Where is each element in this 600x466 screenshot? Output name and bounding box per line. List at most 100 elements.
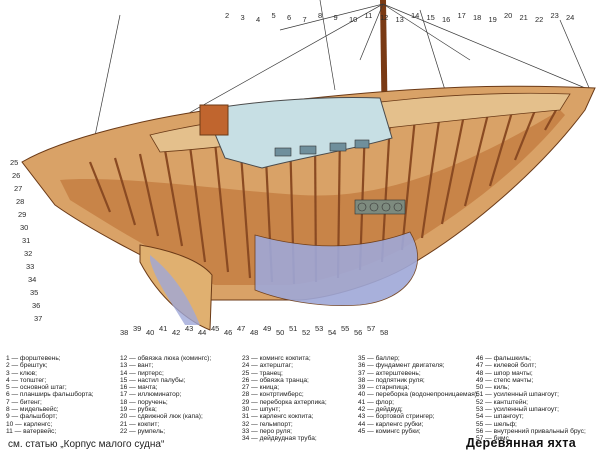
callout-30: 30 bbox=[20, 223, 28, 232]
legend-column-3: 23 — комингс кокпита;24 — ахтерштаг;25 —… bbox=[242, 355, 327, 443]
callout-51: 51 bbox=[289, 324, 297, 333]
keel-fill bbox=[254, 231, 419, 306]
callout-57: 57 bbox=[367, 324, 375, 333]
callout-50: 50 bbox=[276, 328, 284, 337]
legend-item: 31 — карленгс кокпита; bbox=[242, 413, 314, 421]
legend-item: 26 — обвязка транца; bbox=[242, 376, 309, 384]
callout-14: 14 bbox=[411, 11, 419, 20]
legend-item: 18 — поручень; bbox=[120, 398, 168, 406]
legend-item: 50 — киль; bbox=[476, 384, 510, 392]
callout-16: 16 bbox=[442, 15, 450, 24]
legend-item: 28 — контртимберс; bbox=[242, 391, 304, 399]
legend-item: 29 — переборка ахтерпика; bbox=[242, 398, 327, 406]
legend-item: 15 — настил палубы; bbox=[120, 376, 186, 384]
callout-37: 37 bbox=[34, 314, 42, 323]
legend-item: 35 — баллер; bbox=[358, 355, 400, 362]
legend-item: 47 — килевой болт; bbox=[476, 362, 537, 370]
legend-item: 40 — переборка (водонепроницаемая); bbox=[358, 391, 479, 399]
legend-item: 13 — вант; bbox=[120, 362, 154, 370]
legend-item: 54 — шпангоут; bbox=[476, 413, 524, 421]
legend-item: 16 — мачта; bbox=[120, 384, 158, 392]
hull bbox=[21, 85, 596, 331]
legend-item: 2 — брештук; bbox=[6, 362, 48, 370]
legend-item: 23 — комингс кокпита; bbox=[242, 355, 311, 362]
callout-7: 7 bbox=[303, 15, 307, 24]
callout-42: 42 bbox=[172, 328, 180, 337]
legend-item: 55 — шельф; bbox=[476, 420, 517, 428]
callout-58: 58 bbox=[380, 328, 388, 337]
callout-22: 22 bbox=[535, 15, 543, 24]
legend-item: 24 — ахтерштаг; bbox=[242, 362, 293, 370]
legend-item: 21 — кокпит; bbox=[120, 420, 160, 428]
legend-item: 32 — гельмпорт; bbox=[242, 420, 293, 428]
callout-15: 15 bbox=[427, 13, 435, 22]
legend-column-5: 46 — фальшкиль;47 — килевой болт;48 — шп… bbox=[476, 355, 586, 443]
callout-18: 18 bbox=[473, 13, 481, 22]
keel-lower bbox=[150, 255, 200, 325]
legend-column-1: 1 — форштевень;2 — брештук;3 — клюв;4 — … bbox=[6, 355, 94, 435]
legend-item: 7 — битенг; bbox=[6, 398, 42, 406]
callout-5: 5 bbox=[272, 11, 276, 20]
callout-10: 10 bbox=[349, 15, 357, 24]
callout-44: 44 bbox=[198, 328, 206, 337]
diagram-title: Деревянная яхта bbox=[465, 436, 576, 450]
legend-item: 56 — внутренний привальный брус; bbox=[476, 427, 586, 435]
cabin-top bbox=[204, 97, 393, 169]
legend-item: 51 — усиленный шпангоут; bbox=[476, 391, 560, 399]
callout-46: 46 bbox=[224, 328, 232, 337]
callout-26: 26 bbox=[12, 171, 20, 180]
callout-36: 36 bbox=[32, 301, 40, 310]
callout-32: 32 bbox=[24, 249, 32, 258]
legend-item: 45 — комингс рубки; bbox=[358, 427, 421, 435]
legend-item: 8 — мидельвейс; bbox=[6, 406, 59, 414]
callout-39: 39 bbox=[133, 324, 141, 333]
legend-item: 6 — планширь фальшборта; bbox=[6, 391, 94, 399]
legend-item: 20 — сдвижной люк (капа); bbox=[120, 413, 203, 421]
legend-item: 42 — дейдвуд; bbox=[358, 406, 403, 414]
cabin-hatch bbox=[199, 104, 229, 136]
legend-item: 30 — шпунт; bbox=[242, 406, 281, 414]
callout-35: 35 bbox=[30, 288, 38, 297]
legend-item: 5 — основной штаг; bbox=[6, 384, 67, 392]
callout-17: 17 bbox=[458, 11, 466, 20]
callout-52: 52 bbox=[302, 328, 310, 337]
callout-29: 29 bbox=[18, 210, 26, 219]
legend-item: 49 — степс мачты; bbox=[476, 376, 534, 384]
legend-item: 53 — усиленный шпангоут; bbox=[476, 406, 560, 414]
parts-legend: 1 — форштевень;2 — брештук;3 — клюв;4 — … bbox=[6, 355, 594, 442]
callout-20: 20 bbox=[504, 11, 512, 20]
legend-item: 17 — иллюминатор; bbox=[120, 391, 182, 399]
callout-43: 43 bbox=[185, 324, 193, 333]
callout-49: 49 bbox=[263, 324, 271, 333]
callout-40: 40 bbox=[146, 328, 154, 337]
callout-11: 11 bbox=[365, 11, 373, 20]
callout-27: 27 bbox=[14, 184, 22, 193]
legend-item: 1 — форштевень; bbox=[6, 355, 61, 362]
legend-item: 9 — фальшборт; bbox=[6, 413, 58, 421]
callout-56: 56 bbox=[354, 328, 362, 337]
callout-48: 48 bbox=[250, 328, 258, 337]
callout-25: 25 bbox=[10, 158, 18, 167]
legend-item: 33 — перо руля; bbox=[242, 427, 292, 435]
callout-24: 24 bbox=[566, 13, 574, 22]
callout-23: 23 bbox=[551, 11, 559, 20]
callout-2: 2 bbox=[225, 11, 229, 20]
engine bbox=[354, 199, 406, 215]
legend-item: 46 — фальшкиль; bbox=[476, 355, 531, 362]
legend-item: 37 — ахтерштевень; bbox=[358, 369, 421, 377]
callout-34: 34 bbox=[28, 275, 36, 284]
callout-8: 8 bbox=[318, 11, 322, 20]
callout-19: 19 bbox=[489, 15, 497, 24]
legend-item: 39 — старнпица; bbox=[358, 384, 410, 392]
legend-item: 43 — бортовой стрингер; bbox=[358, 413, 435, 421]
callout-31: 31 bbox=[22, 236, 30, 245]
callout-6: 6 bbox=[287, 13, 291, 22]
callout-55: 55 bbox=[341, 324, 349, 333]
callout-38: 38 bbox=[120, 328, 128, 337]
legend-item: 10 — карленгс; bbox=[6, 420, 53, 428]
callout-53: 53 bbox=[315, 324, 323, 333]
callout-12: 12 bbox=[380, 13, 388, 22]
legend-item: 57 — бимс. bbox=[476, 435, 511, 443]
